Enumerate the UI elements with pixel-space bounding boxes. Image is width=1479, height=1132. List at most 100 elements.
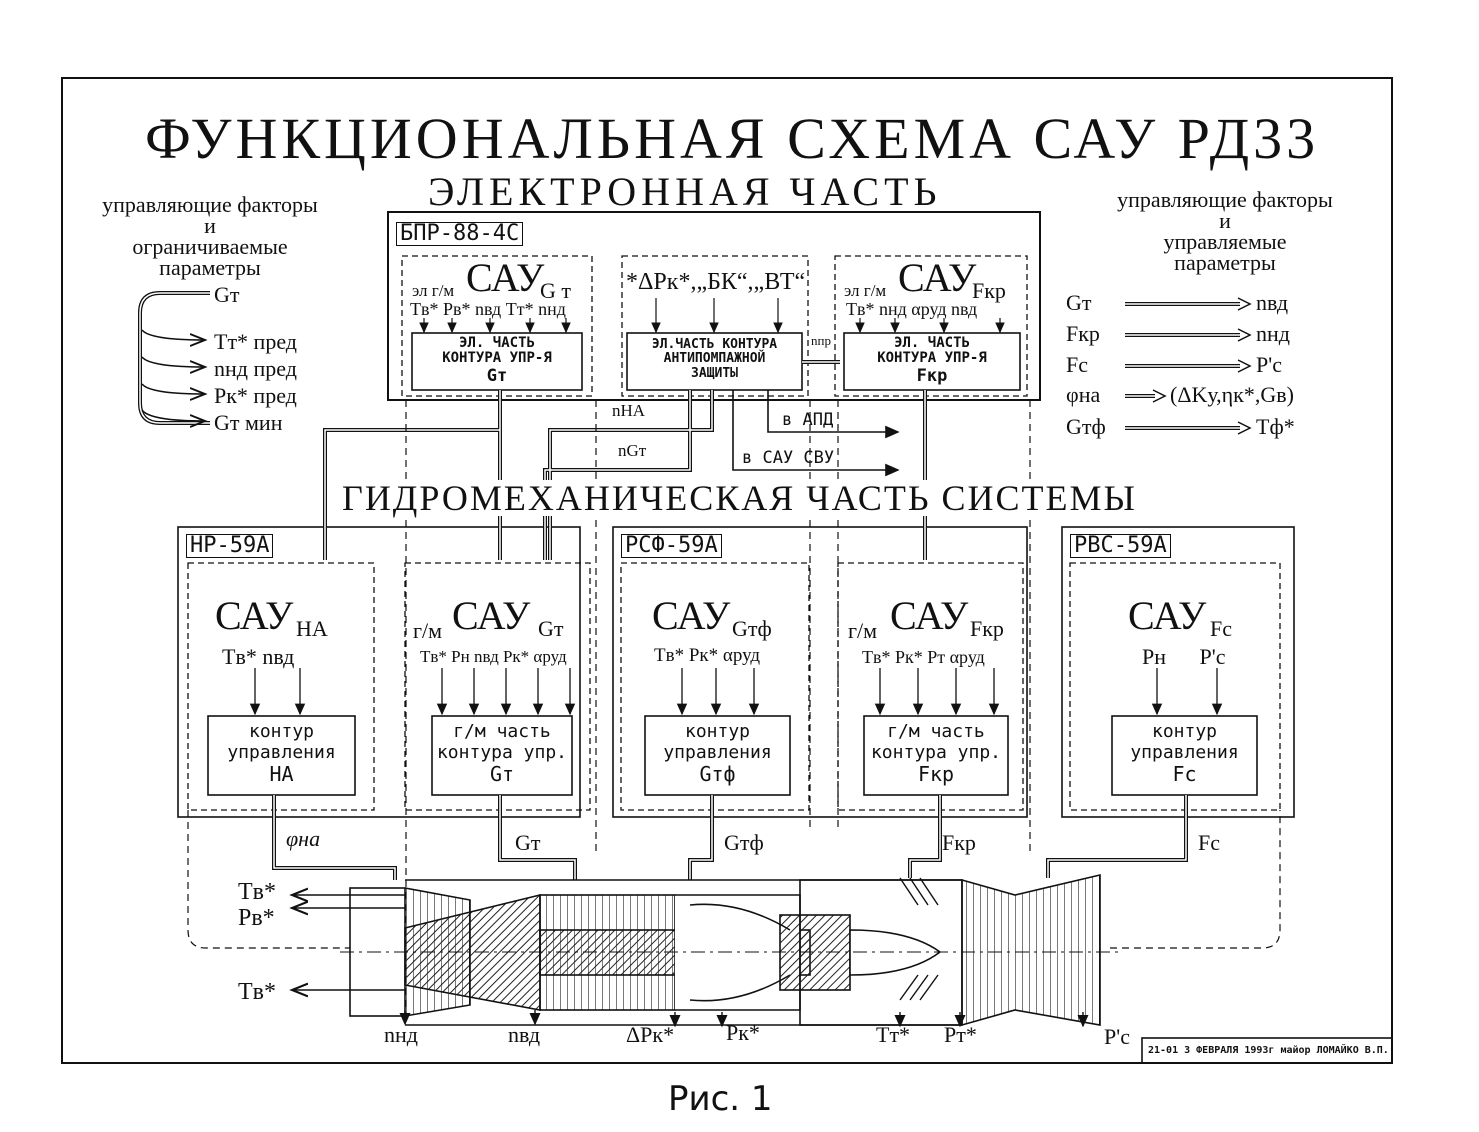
right-legend-line-2: и bbox=[1219, 207, 1231, 233]
h-block-control: г/м часть контура упр. Fкр bbox=[864, 721, 1008, 786]
right-legend-to: nвд bbox=[1256, 290, 1289, 315]
drawing-stamp: 21-01 3 ФЕВРАЛЯ 1993г майор ЛОМАЙКО В.П. bbox=[1148, 1045, 1389, 1056]
h-block-inputs: Pн P'c bbox=[1142, 644, 1226, 669]
engine-bottom-signal: Tт* bbox=[876, 1022, 911, 1047]
engine-left-signal: Tв* bbox=[238, 879, 276, 905]
left-legend-line-4: параметры bbox=[159, 254, 261, 280]
e-block3-prefix: эл г/м bbox=[844, 281, 887, 300]
signal-gt-label: nGт bbox=[618, 441, 647, 460]
left-legend-item: Gт мин bbox=[214, 410, 283, 435]
right-legend-heading: управляющие факторы и управляемые параме… bbox=[1085, 187, 1365, 275]
h-block-ctl-1: г/м часть bbox=[887, 721, 985, 742]
h-block-sub: Gтф bbox=[732, 616, 772, 641]
h-block-output: Fc bbox=[1198, 830, 1220, 855]
right-legend-to: nнд bbox=[1256, 321, 1290, 346]
e-block1-control: ЭЛ. ЧАСТЬ КОНТУРА УПР-Я Gт bbox=[412, 335, 582, 386]
e-block1-inputs: Tв* Pв* nвд Tт* nнд bbox=[410, 299, 566, 319]
h-block-ctl-2: управления bbox=[663, 741, 772, 763]
output-sau-svu-label: в САУ СВУ bbox=[742, 448, 835, 468]
right-legend-from: Fкр bbox=[1066, 321, 1100, 346]
h-block-sub: Gт bbox=[538, 616, 564, 641]
e-block2-ctl-3: ЗАЩИТЫ bbox=[691, 365, 738, 381]
page-title: ФУНКЦИОНАЛЬНАЯ СХЕМА САУ РД33 bbox=[145, 106, 1320, 171]
e-block3-control: ЭЛ. ЧАСТЬ КОНТУРА УПР-Я Fкр bbox=[844, 335, 1020, 386]
right-legend-to: P'c bbox=[1256, 352, 1282, 377]
h-block-inputs: Tв* nвд bbox=[222, 644, 295, 669]
engine-bottom-signal: Pк* bbox=[726, 1020, 760, 1045]
hydro-unit-tag: РСФ-59А bbox=[621, 534, 722, 558]
e-block3-ctl-2: КОНТУРА УПР-Я bbox=[877, 350, 987, 367]
h-block-name: САУ bbox=[652, 593, 731, 638]
left-legend-item: Tт* пред bbox=[214, 329, 297, 354]
e-block1-ctl-2: КОНТУРА УПР-Я bbox=[442, 350, 552, 367]
e-block3-ctl-3: Fкр bbox=[916, 365, 948, 386]
h-block-prefix: г/м bbox=[413, 618, 443, 643]
e-block3-name: САУ bbox=[898, 255, 977, 300]
left-legend-line-1: управляющие факторы bbox=[102, 192, 318, 217]
figure-caption: Рис. 1 bbox=[668, 1079, 773, 1119]
e-block1-prefix: эл г/м bbox=[412, 281, 455, 300]
h-block-ctl-1: контур bbox=[1151, 721, 1218, 742]
right-legend-line-1: управляющие факторы bbox=[1117, 187, 1333, 212]
engine-left-signal: Pв* bbox=[238, 905, 275, 931]
h-block-sub: Fc bbox=[1210, 616, 1232, 641]
h-block-output: Gт bbox=[515, 830, 541, 855]
h-block-ctl-3: НА bbox=[269, 762, 294, 787]
h-block-output: φна bbox=[286, 826, 321, 851]
h-block-ctl-2: контура упр. bbox=[870, 741, 1002, 763]
h-block-ctl-1: контур bbox=[248, 721, 315, 742]
h-block-control: г/м часть контура упр. Gт bbox=[432, 721, 572, 787]
h-block-name: САУ bbox=[215, 593, 294, 638]
e-block3-ctl-1: ЭЛ. ЧАСТЬ bbox=[894, 335, 970, 351]
h-block-name: САУ bbox=[452, 593, 531, 638]
engine-bottom-signal: nвд bbox=[508, 1022, 541, 1047]
right-legend-from: Gт bbox=[1066, 290, 1092, 315]
h-block-sub: НА bbox=[296, 616, 328, 641]
right-legend-line-4: параметры bbox=[1174, 249, 1276, 275]
right-legend-from: Gтф bbox=[1066, 414, 1106, 439]
e-block1-ctl-3: Gт bbox=[486, 365, 508, 386]
left-legend-item: Pк* пред bbox=[214, 383, 297, 408]
electronic-unit-tag: БПР-88-4С bbox=[396, 222, 524, 246]
engine-bottom-signal: Pт* bbox=[944, 1022, 977, 1047]
left-legend-item: nнд пред bbox=[214, 356, 297, 381]
electronic-part-heading: ЭЛЕКТРОННАЯ ЧАСТЬ bbox=[428, 169, 942, 214]
e-block2-inputs: *ΔPк*,„БК“,„ВТ“ bbox=[626, 269, 806, 295]
right-legend-from: φна bbox=[1066, 382, 1101, 407]
h-block-inputs: Tв* Pн nвд Pк* αруд bbox=[420, 647, 567, 666]
h-block-sub: Fкр bbox=[970, 616, 1004, 641]
right-legend-to: (ΔKу,ηк*,Gв) bbox=[1170, 382, 1294, 407]
h-block-prefix: г/м bbox=[848, 618, 878, 643]
h-block-control: контур управления Gтф bbox=[645, 721, 790, 787]
e-block1-name: САУ bbox=[466, 255, 545, 300]
engine-left-signal: Tв* bbox=[238, 979, 276, 1005]
e-block1-sub: G т bbox=[540, 278, 572, 303]
engine-bottom-signal: nнд bbox=[384, 1022, 418, 1047]
e-block3-inputs: Tв* nнд αруд nвд bbox=[846, 299, 978, 319]
e-block2-ctl-2: АНТИПОМПАЖНОЙ bbox=[663, 351, 766, 367]
h-block-ctl-2: контура упр. bbox=[436, 741, 568, 763]
output-apd-label: в АПД bbox=[782, 410, 834, 430]
right-legend-to: Tф* bbox=[1256, 414, 1295, 439]
e-block2-ctl-1: ЭЛ.ЧАСТЬ КОНТУРА bbox=[651, 337, 778, 352]
h-block-name: САУ bbox=[1128, 593, 1207, 638]
left-legend-line-2: и bbox=[204, 212, 216, 238]
right-legend-line-3: управляемые bbox=[1163, 228, 1287, 254]
h-block-output: Fкр bbox=[942, 830, 976, 855]
e-block2-link-label: nпр bbox=[811, 333, 831, 348]
h-block-ctl-3: Gт bbox=[489, 762, 515, 787]
h-block-ctl-3: Fc bbox=[1172, 762, 1197, 787]
h-block-ctl-2: управления bbox=[1130, 741, 1239, 763]
left-legend-heading: управляющие факторы и ограничиваемые пар… bbox=[70, 192, 350, 280]
h-block-inputs: Tв* Pк* Pт αруд bbox=[862, 647, 985, 667]
h-block-ctl-1: г/м часть bbox=[453, 721, 551, 742]
hydro-unit-tag: НР-59А bbox=[186, 534, 274, 558]
right-legend-from: Fс bbox=[1066, 352, 1088, 377]
hydro-unit-tag: РВС-59А bbox=[1070, 534, 1171, 558]
e-block3-sub: Fкр bbox=[972, 278, 1006, 303]
h-block-ctl-1: контур bbox=[684, 721, 751, 742]
engine-bottom-signal: P'c bbox=[1104, 1024, 1130, 1049]
h-block-ctl-3: Gтф bbox=[699, 762, 736, 787]
signal-na-label: nНА bbox=[612, 401, 646, 420]
